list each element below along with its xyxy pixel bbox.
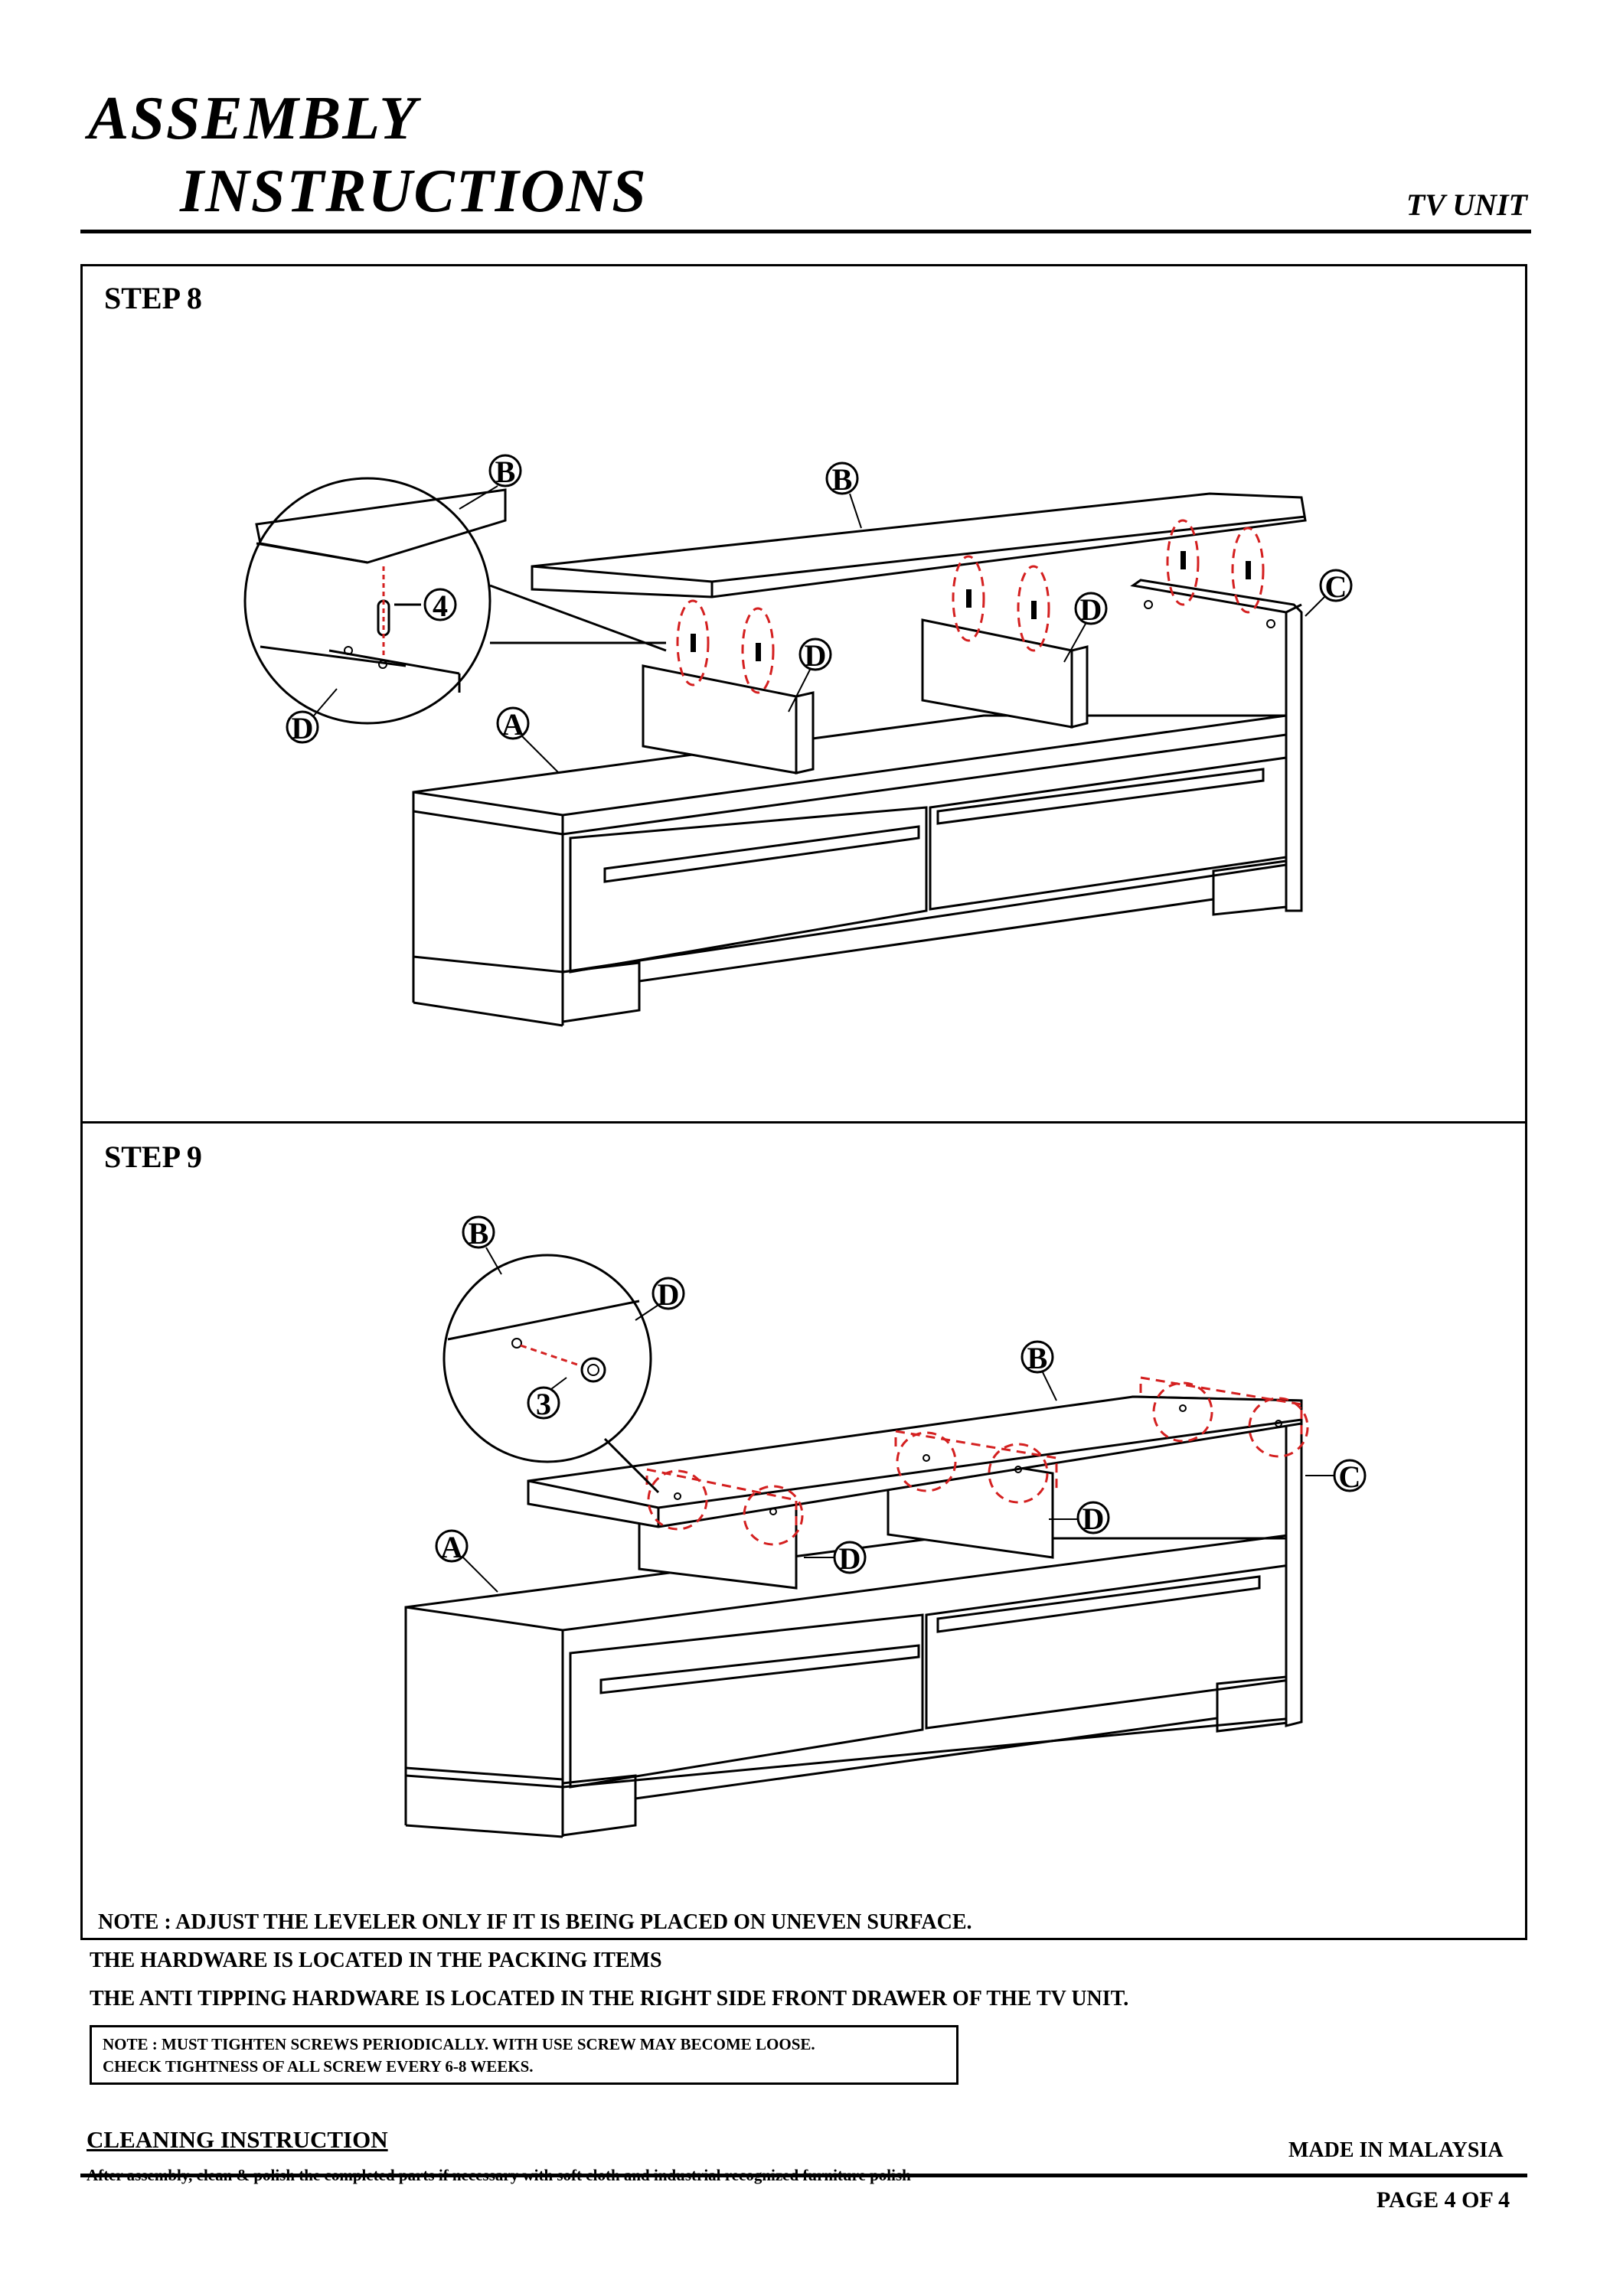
step-8-callouts: B B 4 D D D A C [286,454,1353,774]
step-8-label: STEP 8 [104,281,202,315]
cam-lock-icon [645,1376,1309,1546]
svg-text:B: B [469,1216,489,1251]
step-9-callouts: B D 3 B A D D C [435,1215,1367,1593]
footer-rule [80,2174,1527,2177]
svg-text:D: D [658,1277,680,1312]
screw-note-line-2: CHECK TIGHTNESS OF ALL SCREW EVERY 6-8 W… [103,2057,534,2076]
svg-text:3: 3 [536,1387,551,1421]
screw-tightening-note: NOTE : MUST TIGHTEN SCREWS PERIODICALLY.… [90,2025,958,2085]
svg-text:4: 4 [433,589,448,623]
svg-text:D: D [292,711,314,745]
tv-unit-body [412,714,1288,974]
step-8-diagram: B B 4 D D D A C [243,454,1353,1027]
svg-text:A: A [441,1530,463,1564]
step-9-diagram: B D 3 B A D D C [404,1215,1367,1838]
svg-text:D: D [1080,592,1102,627]
step-9-label: STEP 9 [104,1140,202,1174]
top-board [531,492,1307,598]
svg-text:D: D [839,1541,861,1576]
svg-text:D: D [1083,1502,1105,1536]
title-line-2: INSTRUCTIONS [180,158,648,225]
cleaning-heading: CLEANING INSTRUCTION [87,2126,388,2153]
svg-text:C: C [1339,1459,1361,1494]
page-number: PAGE 4 OF 4 [1376,2187,1510,2213]
svg-text:B: B [832,462,853,497]
step-9-panel: STEP 9 NOTE : ADJUST THE LEVELER ONLY IF… [80,1121,1527,1940]
dowel-icon [676,519,1265,694]
product-name: TV UNIT [1406,188,1527,222]
svg-text:B: B [1027,1341,1048,1375]
header-rule [80,230,1531,233]
screw-note-line-1: NOTE : MUST TIGHTEN SCREWS PERIODICALLY.… [103,2035,815,2053]
svg-text:A: A [502,707,524,742]
svg-text:C: C [1325,569,1347,604]
callout-label: B [495,455,516,489]
svg-text:D: D [805,638,827,673]
anti-tipping-note: THE ANTI TIPPING HARDWARE IS LOCATED IN … [90,1987,1129,2011]
made-in: MADE IN MALAYSIA [1288,2138,1504,2162]
title-line-1: ASSEMBLY [88,85,418,152]
leveler-note: NOTE : ADJUST THE LEVELER ONLY IF IT IS … [98,1910,972,1934]
hardware-note: THE HARDWARE IS LOCATED IN THE PACKING I… [90,1949,662,1972]
